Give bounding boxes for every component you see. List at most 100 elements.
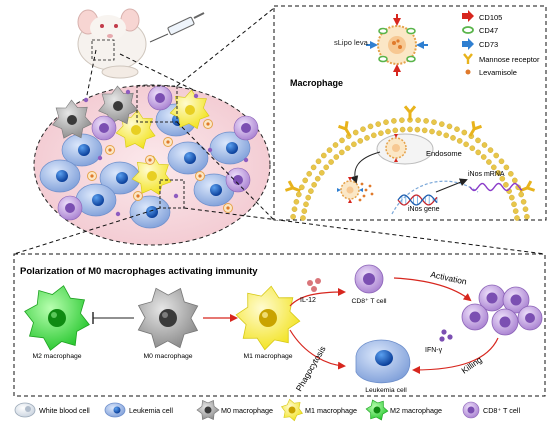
m2-macrophage-icon — [365, 399, 389, 421]
m0-label: M0 macrophage — [143, 353, 192, 360]
tissue-leukemia-cell — [193, 173, 235, 207]
membrane-lipid — [399, 117, 405, 123]
membrane-lipid — [431, 119, 437, 125]
membrane-lipid — [391, 118, 397, 124]
tissue-nanoparticle — [163, 137, 173, 147]
ifn-cytokine-icon — [439, 329, 453, 342]
membrane-lipid — [311, 181, 317, 188]
membrane-lipid — [461, 129, 468, 136]
release-arrow — [350, 151, 381, 184]
membrane-lipid — [290, 213, 296, 220]
tissue-cd8-t-cell — [57, 195, 83, 221]
membrane-lipid — [392, 127, 399, 134]
tissue-cd8-t-cell — [225, 167, 251, 193]
endosome-label: Endosome — [426, 149, 462, 158]
membrane-lipid — [303, 201, 309, 208]
tissue-leukemia-cell — [75, 183, 117, 217]
membrane-lipid — [511, 201, 517, 208]
tissue-nanoparticle — [87, 171, 97, 181]
tissue-cd8-t-cell — [147, 85, 173, 111]
membrane-lipid — [338, 149, 345, 156]
zoom-line — [119, 53, 211, 99]
cell-legend: White blood cell Leukemia cell M0 macrop… — [14, 398, 520, 422]
ifn-label: IFN-γ — [425, 347, 443, 354]
cytokine-dot — [125, 89, 131, 95]
mannose-receptor-icon — [337, 121, 352, 137]
panel-title: Polarization of M0 macrophages activatin… — [20, 266, 258, 277]
membrane-lipid — [323, 164, 330, 171]
membrane-lipid — [318, 169, 325, 176]
cytokine-dot — [207, 147, 213, 153]
mrna-label: iNos mRNA — [468, 171, 505, 178]
white-blood-cell-icon — [14, 402, 36, 418]
tissue-nanoparticle — [133, 191, 143, 201]
membrane-lipid — [456, 138, 463, 144]
membrane-lipid — [305, 194, 312, 201]
m0-macrophage-cell — [137, 287, 199, 349]
legend-cd73: CD73 — [479, 40, 498, 49]
membrane-lipid — [508, 194, 515, 201]
levamisole-dot — [358, 198, 362, 202]
membrane-lipid — [495, 169, 502, 176]
tissue-m0-macrophage — [52, 99, 93, 139]
cd8-t-cell-icon — [462, 401, 480, 419]
killing-arrow — [412, 337, 499, 374]
membrane-lipid — [436, 130, 442, 136]
mrna-wave-icon — [469, 182, 523, 192]
leukemia-cell — [355, 339, 411, 384]
cell-membrane — [284, 105, 536, 221]
m0-macrophage-icon — [196, 400, 220, 420]
il12-cytokine-icon — [307, 278, 321, 292]
m1-label: M1 macrophage — [243, 353, 292, 360]
membrane-lipid — [399, 126, 406, 133]
tissue-nanoparticle — [145, 155, 155, 165]
mannose-receptor-icon — [403, 105, 417, 121]
membrane-lipid — [421, 127, 428, 134]
leukemia-label: Leukemia cell — [365, 387, 407, 394]
membrane-lipid — [332, 142, 339, 148]
membrane-lipid — [423, 118, 429, 124]
tissue-m0-macrophage — [98, 85, 139, 125]
membrane-lipid — [522, 206, 529, 212]
dna-strand — [397, 194, 438, 206]
mannose-receptor-icon — [284, 180, 301, 193]
zoom-line — [183, 207, 546, 255]
membrane-lipid — [300, 215, 306, 221]
tissue-nanoparticle — [223, 203, 233, 213]
membrane-lipid — [320, 152, 327, 159]
membrane-lipid — [310, 164, 317, 171]
tissue-nanoparticle — [105, 145, 115, 155]
membrane-lipid — [293, 198, 300, 205]
legend-leukemia-cell: Leukemia cell — [129, 406, 173, 415]
membrane-lipid — [469, 145, 476, 151]
membrane-lipid — [298, 184, 305, 191]
macrophage-inset: sLipo leva CD105 CD47 CD73 Mannose recep… — [273, 5, 547, 221]
polarization-panel: Polarization of M0 macrophages activatin… — [13, 253, 546, 397]
legend-cd105: CD105 — [479, 13, 502, 22]
membrane-lipid — [407, 126, 413, 133]
dna-strand — [397, 194, 438, 206]
zoom-line — [85, 49, 97, 101]
y-receptor-icon — [463, 53, 473, 64]
levamisole-dot — [368, 184, 372, 188]
cytokine-dot — [173, 193, 179, 199]
levamisole-dot — [364, 188, 368, 192]
activation-arrow — [393, 277, 472, 302]
levamisole-dot — [370, 192, 374, 196]
legend-levamisole: Levamisole — [479, 68, 517, 77]
slipo-leva-nanoparticle — [366, 14, 428, 76]
tissue-zoom-box — [159, 179, 185, 209]
tissue-cd8-t-cell — [233, 115, 259, 141]
activated-cd8-cluster — [461, 284, 543, 336]
membrane-lipid — [306, 170, 313, 177]
membrane-lipid — [367, 123, 374, 130]
membrane-lipid — [520, 198, 527, 205]
membrane-lipid — [475, 149, 482, 156]
membrane-lipid — [344, 145, 351, 151]
membrane-lipid — [463, 141, 469, 148]
membrane-lipid — [315, 158, 322, 165]
membrane-lipid — [487, 147, 494, 153]
membrane-lipid — [375, 121, 382, 127]
m1-macrophage-icon — [281, 398, 303, 422]
membrane-lipid — [302, 177, 309, 184]
